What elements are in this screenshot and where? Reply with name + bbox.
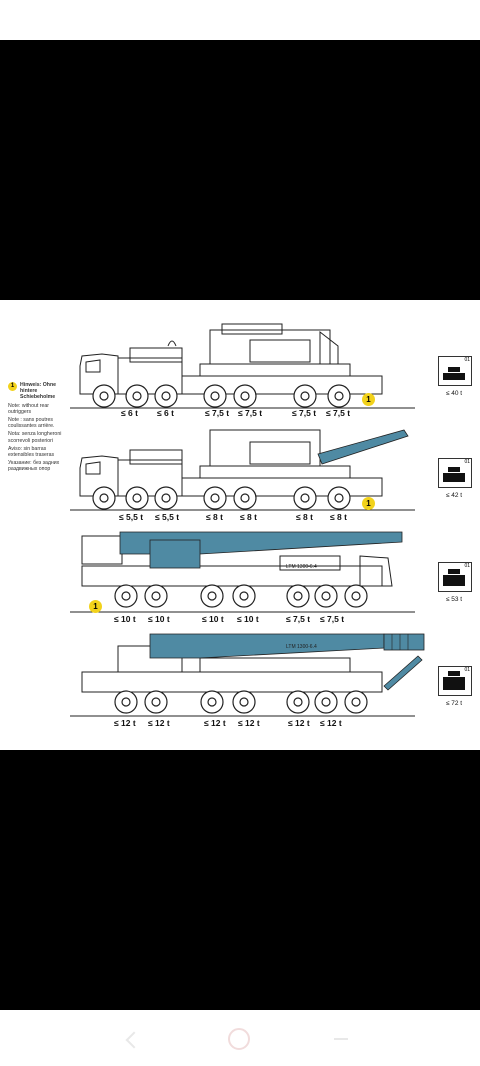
axle-load: ≤ 5,5 t [155, 512, 180, 522]
counterweight-value: ≤ 42 t [445, 492, 463, 499]
badge-config-2: 1 [362, 497, 375, 510]
model-label: LTM 1300-6.4 [286, 564, 317, 570]
axle-load: ≤ 12 t [238, 718, 260, 728]
counterweight-value: ≤ 53 t [445, 596, 463, 603]
counterweight-value: ≤ 40 t [445, 390, 463, 397]
axle-load: ≤ 10 t [148, 614, 170, 624]
stack-label: 01 [464, 357, 470, 363]
navigation-bar [0, 1010, 480, 1066]
badge-config-3: 1 [89, 600, 102, 613]
model-label: LTM 1300-6.4 [286, 644, 317, 650]
axle-load: ≤ 7,5 t [320, 614, 345, 624]
axle-load: ≤ 7,5 t [292, 408, 317, 418]
home-icon[interactable] [228, 1028, 250, 1050]
counterweight-config-4: 01 ≤ 72 t [438, 666, 472, 707]
note-line-ru: Указание: без задних раздвижных опор [8, 460, 60, 473]
crane-config-4: LTM 1300-6.4 [70, 633, 425, 717]
crane-config-3: LTM 1300-6.4 [70, 531, 415, 613]
crane-config-1 [70, 323, 415, 409]
bottom-letterbox [0, 750, 480, 1010]
axle-load: ≤ 8 t [240, 512, 257, 522]
note-badge: 1 [8, 382, 17, 391]
recents-icon[interactable] [334, 1038, 348, 1040]
top-letterbox [0, 40, 480, 300]
axle-load: ≤ 8 t [206, 512, 223, 522]
axle-load: ≤ 12 t [148, 718, 170, 728]
counterweight-config-3: 01 ≤ 53 t [438, 562, 472, 603]
axle-load: ≤ 12 t [288, 718, 310, 728]
note-line-fr: Note : sans poutres coulissantes arrière… [8, 417, 55, 430]
note-block: 1 Hinweis: Ohne hintere Schiebeholme Not… [8, 382, 68, 475]
crane-axle-load-diagram: 1 Hinweis: Ohne hintere Schiebeholme Not… [0, 300, 480, 750]
axle-load: ≤ 7,5 t [326, 408, 351, 418]
counterweight-config-1: 01 ≤ 40 t [438, 356, 472, 397]
axle-load: ≤ 7,5 t [238, 408, 263, 418]
note-heading: Hinweis: Ohne hintere Schiebeholme [20, 382, 57, 401]
crane-config-2 [70, 429, 415, 511]
axle-load: ≤ 7,5 t [205, 408, 230, 418]
stack-label: 01 [464, 667, 470, 673]
stack-label: 01 [464, 459, 470, 465]
axle-load: ≤ 10 t [202, 614, 224, 624]
back-icon[interactable] [125, 1031, 143, 1049]
axle-load: ≤ 10 t [114, 614, 136, 624]
badge-config-1: 1 [362, 393, 375, 406]
axle-load: ≤ 10 t [237, 614, 259, 624]
axle-load: ≤ 7,5 t [286, 614, 311, 624]
axle-load: ≤ 12 t [320, 718, 342, 728]
note-line-en: Note: without rear outriggers [8, 402, 49, 415]
axle-load: ≤ 5,5 t [119, 512, 144, 522]
axle-load: ≤ 8 t [330, 512, 347, 522]
note-line-it: Nota: senza longheroni scorrevoli poster… [8, 431, 62, 444]
note-line-es: Aviso: sin barras extensibles traseras [8, 445, 55, 459]
axle-load: ≤ 12 t [114, 718, 136, 728]
axle-load: ≤ 6 t [121, 408, 138, 418]
counterweight-config-2: 01 ≤ 42 t [438, 458, 472, 499]
axle-load: ≤ 6 t [157, 408, 174, 418]
status-bar [0, 0, 480, 40]
axle-load: ≤ 8 t [296, 512, 313, 522]
axle-load: ≤ 12 t [204, 718, 226, 728]
counterweight-value: ≤ 72 t [445, 700, 463, 707]
stack-label: 01 [464, 563, 470, 569]
